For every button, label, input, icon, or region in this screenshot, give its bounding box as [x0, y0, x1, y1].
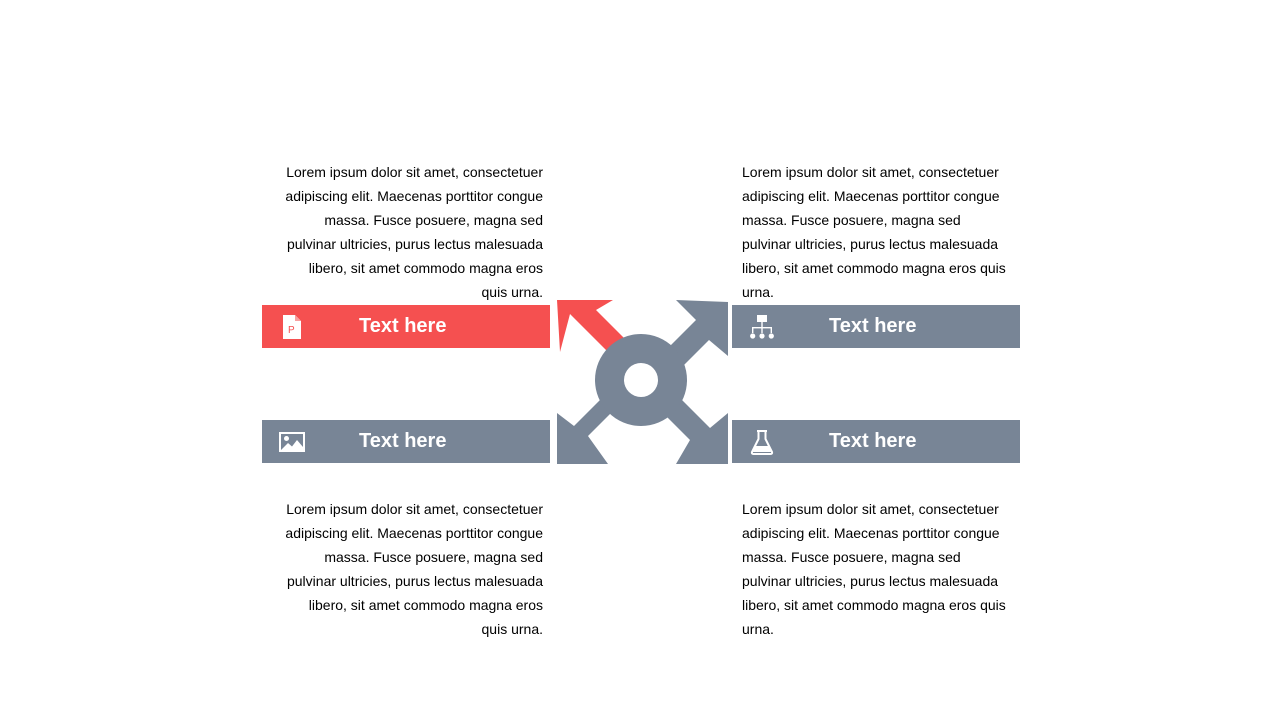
svg-text:P: P: [288, 325, 295, 336]
top-right-banner: Text here: [732, 305, 1020, 348]
bottom-left-banner: Text here: [262, 420, 550, 463]
bottom-left-description: Lorem ipsum dolor sit amet, consectetuer…: [285, 501, 543, 637]
bottom-right-description: Lorem ipsum dolor sit amet, consectetuer…: [742, 501, 1006, 637]
bottom-left-banner-label: Text here: [359, 430, 447, 452]
bottom-right-banner: Text here: [732, 420, 1020, 463]
center-arrows-diagram: [557, 300, 728, 464]
org-chart-icon: [748, 313, 776, 341]
bottom-right-banner-label: Text here: [829, 430, 917, 452]
center-ring: [595, 334, 687, 426]
top-right-description: Lorem ipsum dolor sit amet, consectetuer…: [742, 164, 1006, 300]
flask-icon: [748, 428, 776, 456]
top-right-banner-label: Text here: [829, 315, 917, 337]
arrow-top-left: [557, 300, 634, 352]
image-icon: [278, 428, 306, 456]
arrow-bottom-right: [658, 396, 728, 464]
document-icon: P: [278, 313, 306, 341]
top-left-banner-label: Text here: [359, 315, 447, 337]
arrow-bottom-left: [557, 394, 620, 464]
top-left-banner: P Text here: [262, 305, 550, 348]
top-left-description: Lorem ipsum dolor sit amet, consectetuer…: [285, 164, 543, 300]
